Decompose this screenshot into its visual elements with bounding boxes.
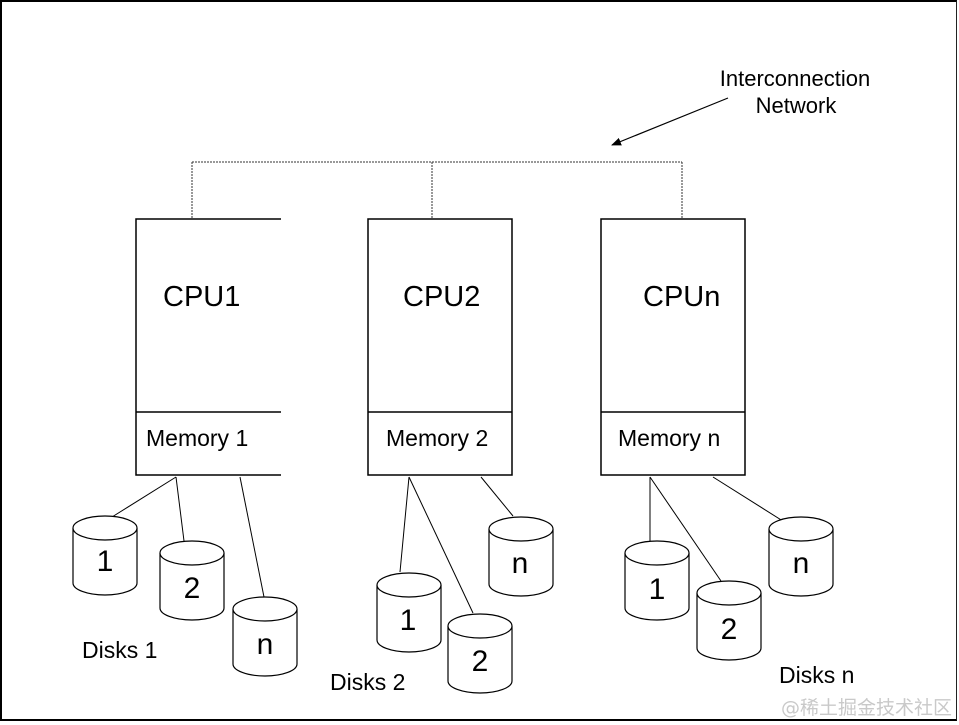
memory-label-1: Memory 1 bbox=[146, 425, 248, 451]
disk-2-2: 2 bbox=[447, 613, 513, 694]
node-2: CPU2 Memory 2 1 2 n Disks 2 bbox=[330, 218, 554, 695]
disk-n-2: 2 bbox=[696, 580, 762, 661]
disk-n-1: 1 bbox=[624, 540, 690, 621]
node-n: CPUn Memory n 1 2 n Disks n bbox=[600, 218, 854, 688]
disk-number: n bbox=[257, 628, 274, 661]
disk-number: 1 bbox=[97, 545, 114, 578]
disk-link-1-2 bbox=[175, 476, 185, 542]
cpu-box-n bbox=[600, 218, 746, 476]
disk-n-n: n bbox=[768, 516, 834, 597]
disk-link-1-n bbox=[239, 476, 265, 598]
node-1: CPU1 Memory 1 1 2 n Disks 1 bbox=[72, 218, 298, 677]
disk-1-n: n bbox=[232, 596, 298, 677]
disk-link-2-1 bbox=[399, 476, 410, 573]
memory-label-2: Memory 2 bbox=[386, 425, 488, 451]
disk-link-n-2 bbox=[649, 476, 722, 582]
disk-number: 2 bbox=[184, 572, 201, 605]
watermark: @稀土掘金技术社区 bbox=[781, 697, 952, 719]
cpu-label-1: CPU1 bbox=[163, 281, 240, 313]
disk-number: n bbox=[512, 547, 529, 580]
disk-number: n bbox=[793, 547, 810, 580]
network-label-line1: Interconnection bbox=[720, 66, 870, 91]
disk-number: 1 bbox=[400, 604, 417, 637]
cpu-label-2: CPU2 bbox=[403, 281, 480, 313]
disk-link-2-2 bbox=[408, 476, 474, 614]
cpu-box-2 bbox=[367, 218, 513, 476]
network-arrow bbox=[611, 97, 729, 146]
memory-label-n: Memory n bbox=[618, 425, 720, 451]
disks-label-2: Disks 2 bbox=[330, 669, 405, 695]
disk-link-n-n bbox=[712, 476, 787, 524]
disk-2-1: 1 bbox=[376, 572, 442, 653]
interconnection-network bbox=[191, 161, 683, 219]
disk-1-1: 1 bbox=[72, 515, 138, 596]
disks-label-1: Disks 1 bbox=[82, 637, 157, 663]
disk-2-n: n bbox=[488, 516, 554, 597]
disk-number: 2 bbox=[721, 613, 738, 646]
disk-1-2: 2 bbox=[159, 540, 225, 621]
disk-link-2-n bbox=[480, 476, 514, 517]
disk-link-1-1 bbox=[111, 476, 177, 518]
disks-label-n: Disks n bbox=[779, 662, 854, 688]
cpu-box-1 bbox=[135, 218, 281, 476]
disk-number: 2 bbox=[472, 645, 489, 678]
network-label-line2: Network bbox=[756, 93, 838, 118]
cpu-label-n: CPUn bbox=[643, 281, 720, 313]
disk-number: 1 bbox=[649, 573, 666, 606]
